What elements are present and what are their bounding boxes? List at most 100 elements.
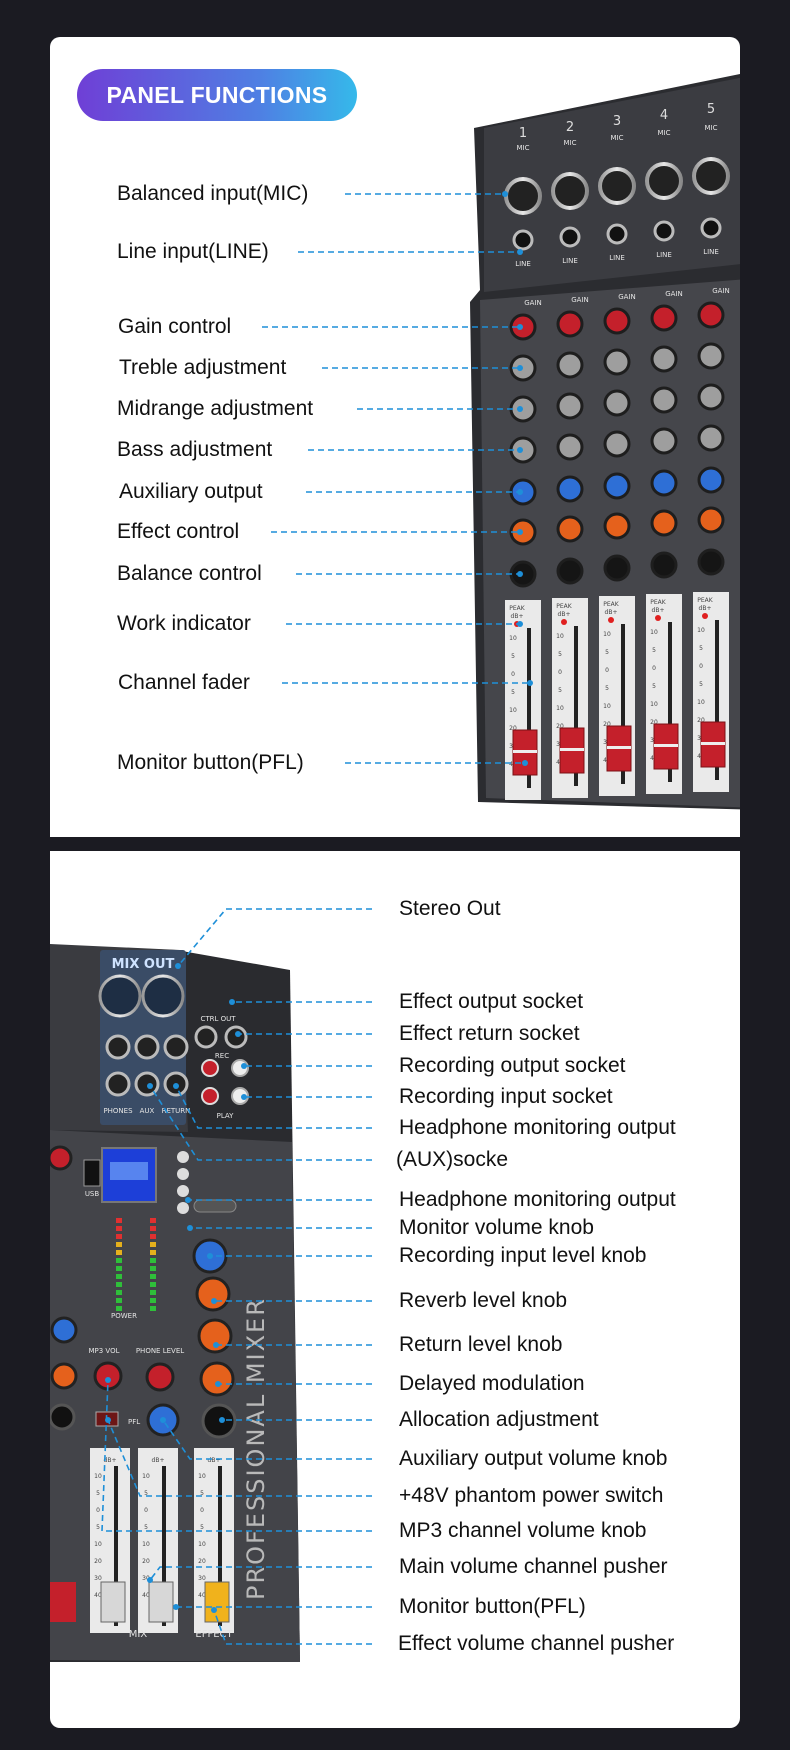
top-leader-dot-6 [517,447,523,453]
svg-text:20: 20 [556,723,564,730]
bottom-label-8: Headphone monitoring output [399,1188,676,1211]
svg-text:POWER: POWER [111,1312,137,1320]
bottom-leader-dot-14 [219,1417,225,1423]
bottom-label-18: Main volume channel pusher [399,1555,668,1578]
svg-text:PFL: PFL [128,1418,140,1426]
svg-text:40: 40 [142,1592,150,1599]
return-level-knob [197,1318,233,1354]
top-label-8: Effect control [117,520,240,543]
svg-text:MIC: MIC [611,134,624,142]
mix-out-right-jack [141,974,185,1018]
svg-text:PEAK: PEAK [603,601,620,608]
top-label-7: Auxiliary output [119,480,263,503]
svg-text:dB+: dB+ [104,1457,117,1464]
top-label-10: Work indicator [117,612,251,635]
svg-text:0: 0 [605,667,609,674]
top-label-6: Bass adjustment [117,438,273,461]
master-fader-knob [100,1581,126,1623]
svg-text:dB+: dB+ [605,609,618,616]
svg-text:AUX: AUX [140,1107,155,1115]
channel-knob [650,345,678,373]
mic-xlr-jack [551,172,589,210]
top-leader-dot-9 [517,571,523,577]
svg-text:LINE: LINE [703,248,719,256]
bottom-leader-15 [162,1419,372,1460]
svg-text:5: 5 [558,687,562,694]
svg-text:20: 20 [198,1558,206,1565]
svg-text:40: 40 [198,1592,206,1599]
panel-functions-badge: PANEL FUNCTIONS [77,69,357,121]
svg-text:30: 30 [198,1575,206,1582]
svg-text:10: 10 [509,707,517,714]
top-leader-dot-3 [517,324,523,330]
bottom-leader-dot-11 [211,1298,217,1304]
page-title: PANEL FUNCTIONS [106,81,328,108]
svg-text:20: 20 [509,725,517,732]
svg-text:5: 5 [96,1524,100,1531]
svg-text:PEAK: PEAK [556,603,573,610]
peak-led [702,613,708,619]
svg-text:0: 0 [96,1507,100,1514]
bottom-label-3: Effect return socket [399,1022,580,1045]
bottom-leader-dot-15 [160,1417,166,1423]
brand-text: PROFESSIONAL MIXER [242,1297,270,1600]
svg-text:GAIN: GAIN [571,296,589,304]
channel-knob [650,551,678,579]
bottom-label-6: Headphone monitoring output [399,1116,676,1139]
bottom-label-2: Effect output socket [399,990,584,1013]
bottom-leader-dot-7 [147,1083,153,1089]
svg-text:40: 40 [94,1592,102,1599]
bottom-leader-dot-6 [173,1083,179,1089]
svg-text:5: 5 [200,1490,204,1497]
svg-text:10: 10 [697,627,705,634]
bottom-leader-7 [149,1085,372,1161]
top-label-3: Gain control [118,315,232,338]
top-mixer: 1MICLINEGAINPEAKdB+10505102030402MICLINE… [470,74,740,810]
top-leader-dot-12 [522,760,528,766]
channel-knob [603,307,631,335]
svg-text:dB+: dB+ [699,605,712,612]
svg-text:GAIN: GAIN [665,290,683,298]
bottom-label-1: Stereo Out [399,897,501,920]
bottom-label-15: Auxiliary output volume knob [399,1447,668,1470]
top-label-4: Treble adjustment [119,356,287,379]
peak-led [608,617,614,623]
bottom-leader-17 [101,1379,372,1532]
svg-text:RETURN: RETURN [162,1107,191,1115]
bottom-label-20: Effect volume channel pusher [398,1632,675,1655]
channel-knob [697,548,725,576]
bottom-leader-dot-4 [241,1063,247,1069]
bottom-leader-20 [213,1609,372,1645]
bottom-leader-6 [175,1085,372,1129]
channel-knob [603,554,631,582]
bottom-leader-dot-5 [241,1094,247,1100]
svg-text:0: 0 [558,669,562,676]
channel-knob [603,512,631,540]
top-leader-dot-1 [502,191,508,197]
svg-text:10: 10 [650,701,658,708]
channel-knob [556,351,584,379]
channel-knob [650,386,678,414]
svg-text:5: 5 [652,647,656,654]
mic-xlr-jack [645,162,683,200]
svg-text:PHONE LEVEL: PHONE LEVEL [136,1347,184,1355]
allocation-knob [201,1403,237,1439]
bottom-label-14: Allocation adjustment [399,1408,599,1431]
line-jack [559,226,581,248]
svg-text:MP3 VOL: MP3 VOL [88,1347,119,1355]
bottom-leader-dot-12 [213,1342,219,1348]
delay-mod-knob [199,1361,235,1397]
svg-text:5: 5 [699,645,703,652]
svg-text:10: 10 [198,1541,206,1548]
line-jack [653,220,675,242]
svg-text:30: 30 [142,1575,150,1582]
channel-number: 3 [613,114,621,129]
svg-text:5: 5 [699,681,703,688]
bottom-label-5: Recording input socket [399,1085,613,1108]
svg-text:10: 10 [650,629,658,636]
